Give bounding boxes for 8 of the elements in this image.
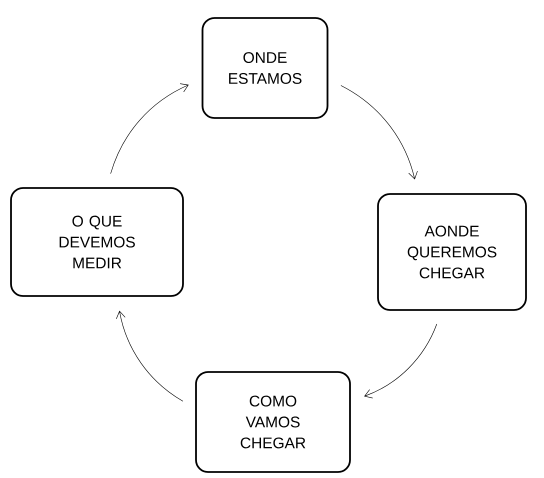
process-box: ONDE ESTAMOS bbox=[202, 17, 328, 119]
arrow bbox=[364, 324, 438, 398]
process-box: AONDE QUEREMOS CHEGAR bbox=[377, 193, 527, 311]
arrow bbox=[116, 310, 184, 402]
arrow bbox=[110, 83, 189, 174]
process-box: O QUE DEVEMOS MEDIR bbox=[10, 187, 184, 297]
arrow bbox=[340, 85, 418, 180]
process-box: COMO VAMOS CHEGAR bbox=[195, 371, 351, 473]
